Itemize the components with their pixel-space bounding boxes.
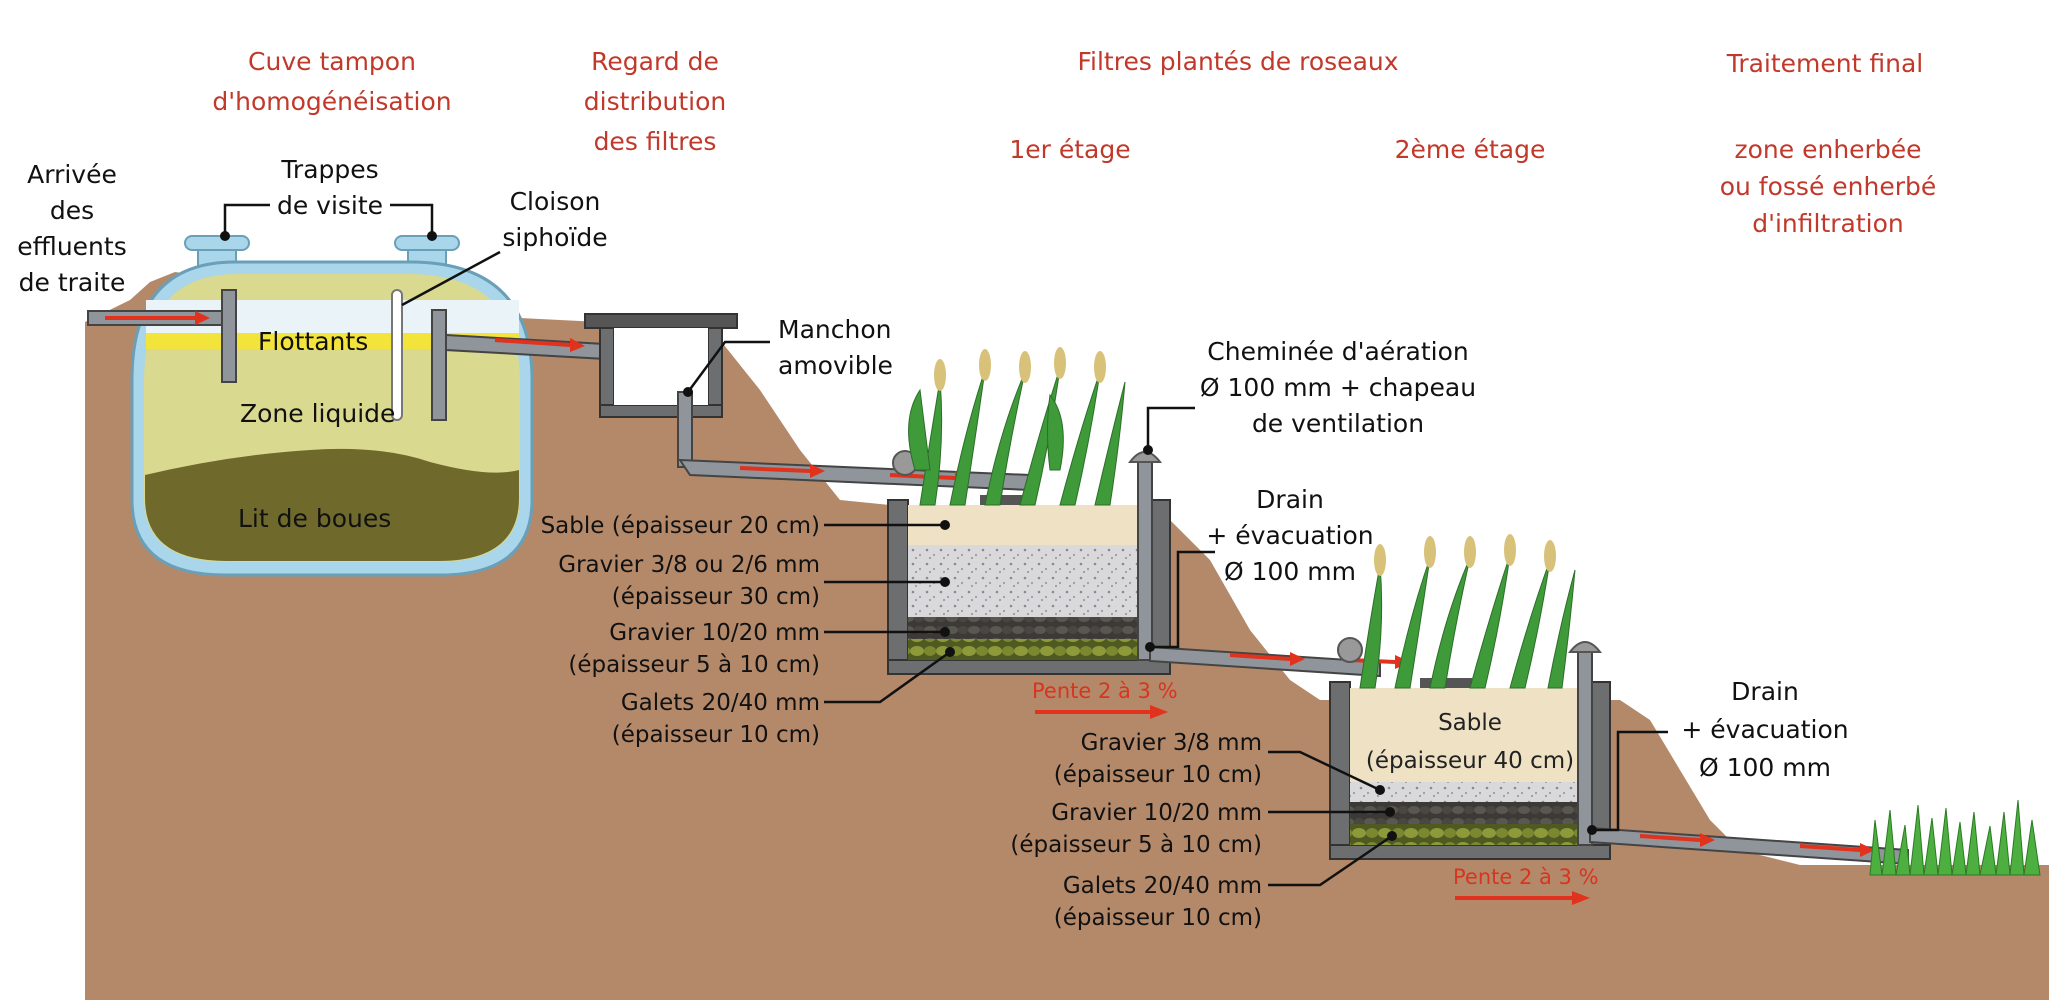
- label-arrivee-line1: Arrivée: [27, 160, 117, 189]
- header-zone-line2: ou fossé enherbé: [1720, 172, 1937, 201]
- header-regard-line3: des filtres: [594, 127, 717, 156]
- f2-pente-label: Pente 2 à 3 %: [1453, 865, 1599, 889]
- f2-gravier-fin-line1: Gravier 3/8 mm: [1081, 730, 1262, 756]
- filter-stage-1: [887, 450, 1410, 678]
- f1-pente-label: Pente 2 à 3 %: [1032, 679, 1178, 703]
- f2-gravier-moyen-line2: (épaisseur 5 à 10 cm): [1010, 832, 1262, 858]
- f2-gravier-moyen-line1: Gravier 10/20 mm: [1051, 800, 1262, 826]
- f1-galets-line1: Galets 20/40 mm: [621, 690, 820, 716]
- label-cheminee-line3: de ventilation: [1252, 409, 1424, 438]
- f1-gravier-fin-line1: Gravier 3/8 ou 2/6 mm: [558, 552, 820, 578]
- filter2-sand: [1350, 688, 1590, 782]
- label-cheminee-line1: Cheminée d'aération: [1207, 337, 1468, 366]
- header-traitement: Traitement final: [1726, 49, 1924, 78]
- filter1-medium-gravel: [908, 617, 1150, 639]
- f2-sable-line1: Sable: [1438, 710, 1502, 736]
- header-etage1: 1er étage: [1009, 135, 1130, 164]
- sludge-bed: [145, 448, 519, 561]
- label-trappes-line2: de visite: [277, 191, 383, 220]
- label-flottants: Flottants: [258, 327, 368, 356]
- header-cuve-line1: Cuve tampon: [248, 47, 416, 76]
- floating-layer: [146, 333, 519, 349]
- header-zone-line1: zone enherbée: [1735, 135, 1922, 164]
- label-drain2-line1: Drain: [1731, 677, 1799, 706]
- reeds-stage-2: [1359, 534, 1576, 689]
- label-drain2-line2: + évacuation: [1681, 715, 1848, 744]
- f2-sable-line2: (épaisseur 40 cm): [1366, 748, 1574, 774]
- f1-gravier-moyen-line2: (épaisseur 5 à 10 cm): [568, 652, 820, 678]
- label-arrivee-line2: des: [50, 196, 94, 225]
- filter2-pebbles: [1350, 824, 1590, 845]
- label-cheminee-line2: Ø 100 mm + chapeau: [1200, 373, 1476, 402]
- label-zone-liquide: Zone liquide: [240, 399, 395, 428]
- label-arrivee-line3: effluents: [17, 232, 126, 261]
- f1-gravier-moyen-line1: Gravier 10/20 mm: [609, 620, 820, 646]
- filter2-fine-gravel: [1350, 782, 1590, 802]
- label-cloison-line2: siphoïde: [502, 223, 607, 252]
- header-regard-line2: distribution: [584, 87, 726, 116]
- filter-stage-2: [1329, 637, 1909, 866]
- header-zone-line3: d'infiltration: [1752, 209, 1904, 238]
- header-cuve-line2: d'homogénéisation: [212, 87, 451, 116]
- grass-zone: [1869, 799, 2041, 876]
- header-regard-line1: Regard de: [591, 47, 719, 76]
- reeds-stage-1: [908, 347, 1126, 506]
- label-manchon-line1: Manchon: [778, 315, 891, 344]
- label-lit-boues: Lit de boues: [238, 504, 391, 533]
- label-arrivee-line4: de traite: [19, 268, 126, 297]
- label-drain2-line3: Ø 100 mm: [1699, 753, 1831, 782]
- filter1-pebbles: [908, 639, 1150, 660]
- label-drain1-line1: Drain: [1256, 485, 1324, 514]
- label-trappes-line1: Trappes: [280, 155, 378, 184]
- f2-gravier-fin-line2: (épaisseur 10 cm): [1054, 762, 1262, 788]
- f1-gravier-fin-line2: (épaisseur 30 cm): [612, 584, 820, 610]
- buffer-tank: [87, 235, 626, 577]
- f1-galets-line2: (épaisseur 10 cm): [612, 722, 820, 748]
- header-filtres: Filtres plantés de roseaux: [1077, 47, 1398, 76]
- filter2-medium-gravel: [1350, 802, 1590, 824]
- label-cloison-line1: Cloison: [510, 187, 601, 216]
- f2-galets-line1: Galets 20/40 mm: [1063, 873, 1262, 899]
- label-manchon-line2: amovible: [778, 351, 893, 380]
- f2-galets-line2: (épaisseur 10 cm): [1054, 905, 1262, 931]
- f1-sable-label: Sable (épaisseur 20 cm): [541, 513, 820, 539]
- label-drain1-line2: + évacuation: [1206, 521, 1373, 550]
- header-etage2: 2ème étage: [1395, 135, 1546, 164]
- label-drain1-line3: Ø 100 mm: [1224, 557, 1356, 586]
